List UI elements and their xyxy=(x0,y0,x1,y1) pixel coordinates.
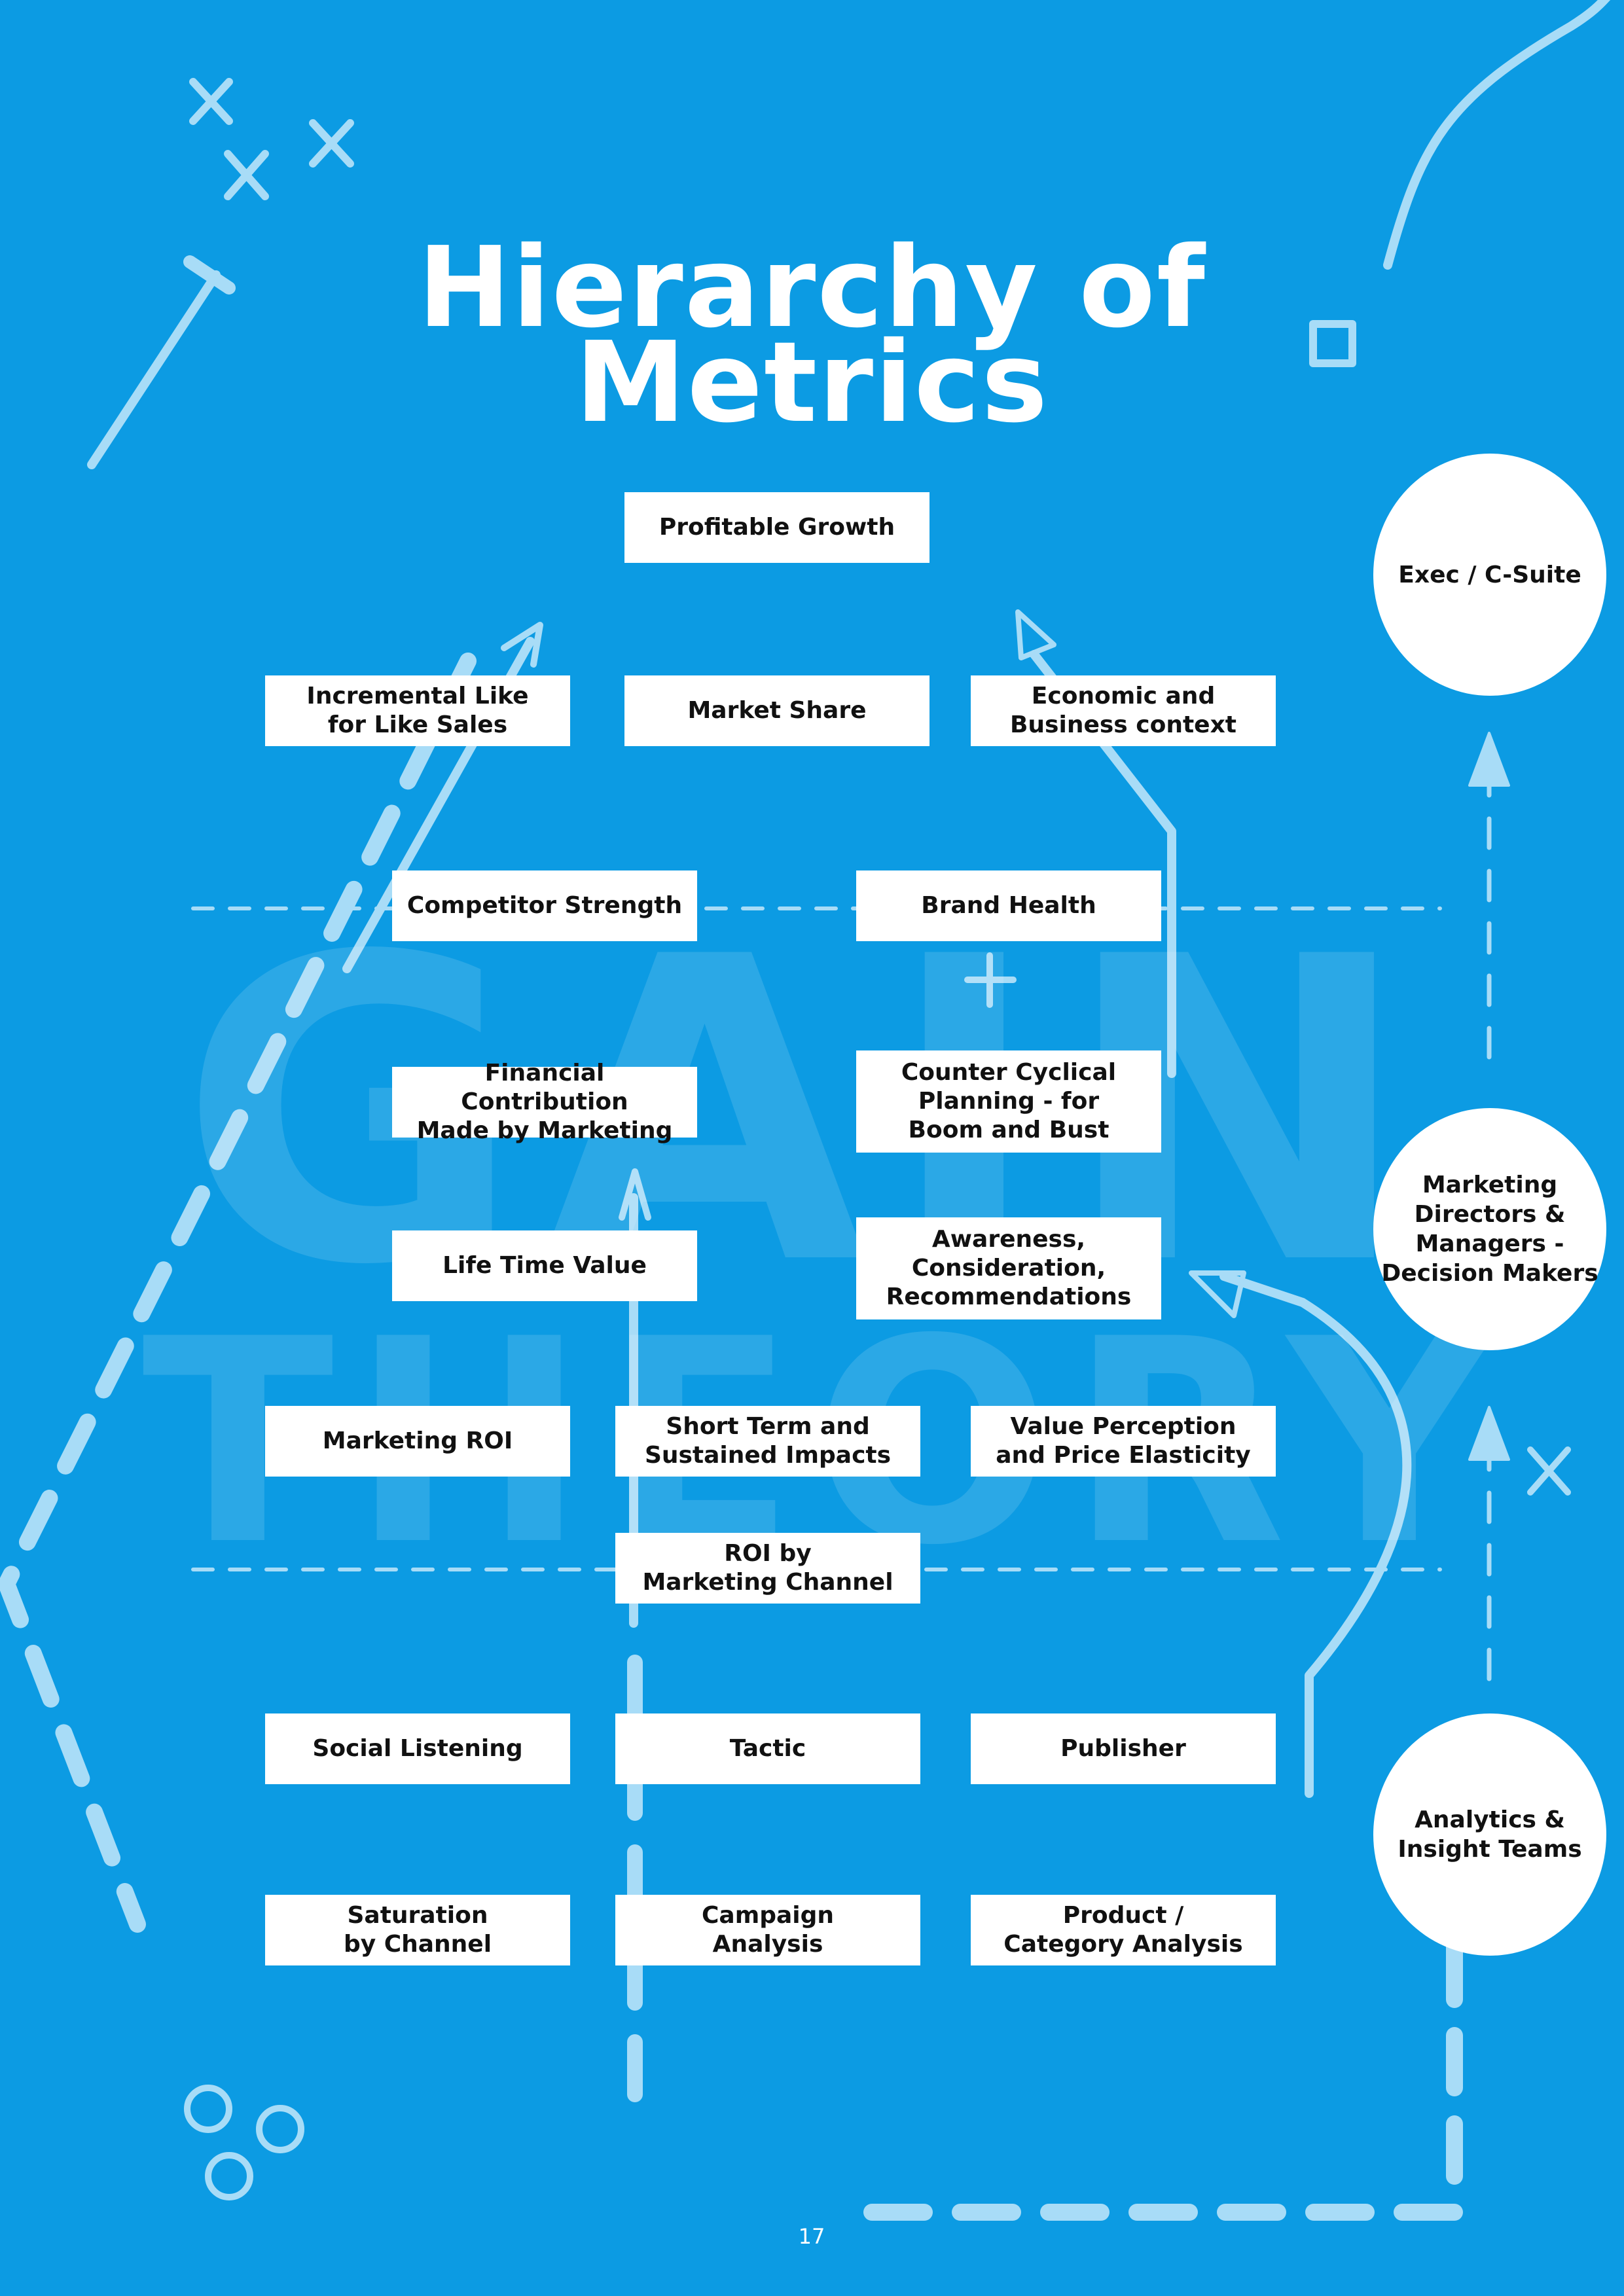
circle-icon xyxy=(256,2105,304,2153)
box-short-term: Short Term and Sustained Impacts xyxy=(615,1406,920,1477)
sketch-stroke-top-left xyxy=(87,270,221,469)
cross-icon xyxy=(309,119,354,168)
circle-icon xyxy=(205,2152,253,2200)
dashed-route-bottom xyxy=(836,1939,1463,2221)
box-awareness: Awareness, Consideration, Recommendation… xyxy=(856,1217,1161,1319)
sketch-arrow-curve xyxy=(1219,1272,1412,1798)
cross-icon xyxy=(189,78,233,125)
sketch-arrow-curve-head xyxy=(1189,1270,1246,1318)
dashed-route-left xyxy=(0,653,477,1933)
cross-icon xyxy=(1527,1446,1571,1496)
sketch-arrow-left-head xyxy=(501,622,543,668)
tier-exec: Exec / C-Suite xyxy=(1373,454,1606,696)
sketch-arrow-right-head xyxy=(1015,609,1056,660)
box-competitor-strength: Competitor Strength xyxy=(392,870,697,941)
box-campaign-analysis: Campaign Analysis xyxy=(615,1895,920,1965)
box-publisher: Publisher xyxy=(971,1713,1276,1784)
box-marketing-roi: Marketing ROI xyxy=(265,1406,570,1477)
tier-arrow-upper-head xyxy=(1468,732,1510,787)
cross-icon xyxy=(224,150,269,200)
box-financial-contribution: Financial Contribution Made by Marketing xyxy=(392,1060,697,1144)
tier-analytics: Analytics & Insight Teams xyxy=(1373,1713,1606,1956)
sketch-arrow-center-head xyxy=(619,1168,651,1221)
box-roi-channel: ROI by Marketing Channel xyxy=(615,1533,920,1604)
page-title-line1: Hierarchy of xyxy=(418,223,1206,353)
box-market-share: Market Share xyxy=(624,675,929,746)
box-incremental-sales: Incremental Like for Like Sales xyxy=(265,675,570,746)
sketch-stroke-top-right xyxy=(1383,0,1611,270)
plus-icon xyxy=(964,952,1017,1008)
watermark-gain: GAIN xyxy=(179,869,1432,1356)
box-tactic: Tactic xyxy=(615,1713,920,1784)
square-icon xyxy=(1309,320,1356,367)
box-saturation: Saturation by Channel xyxy=(265,1895,570,1965)
tier-marketing: Marketing Directors & Managers - Decisio… xyxy=(1373,1108,1606,1350)
box-counter-cyclical: Counter Cyclical Planning - for Boom and… xyxy=(856,1050,1161,1153)
box-profitable-growth: Profitable Growth xyxy=(624,492,929,563)
box-social-listening: Social Listening xyxy=(265,1713,570,1784)
tier-arrow-lower-head xyxy=(1468,1406,1510,1461)
box-product-category: Product / Category Analysis xyxy=(971,1895,1276,1965)
box-economic-context: Economic and Business context xyxy=(971,675,1276,746)
circle-icon xyxy=(184,2085,232,2133)
page-title-line2: Metrics xyxy=(575,318,1049,448)
box-value-perception: Value Perception and Price Elasticity xyxy=(971,1406,1276,1477)
sketch-stroke-cap xyxy=(183,255,236,295)
box-brand-health: Brand Health xyxy=(856,870,1161,941)
page-number: 17 xyxy=(798,2224,825,2249)
box-life-time-value: Life Time Value xyxy=(392,1230,697,1301)
